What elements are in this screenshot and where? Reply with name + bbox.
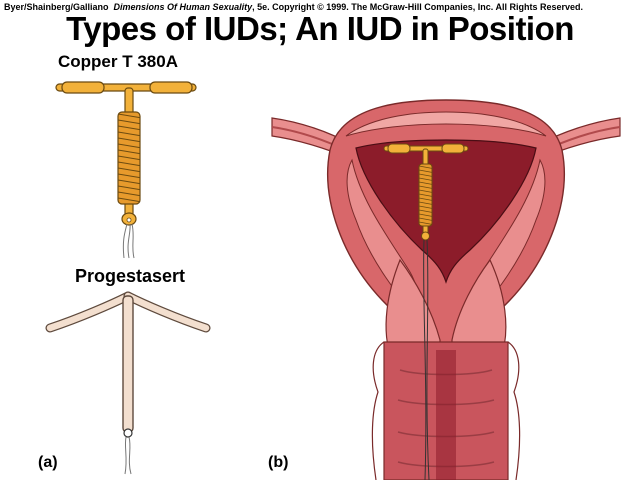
credit-copyright: , 5e. Copyright © 1999. The McGraw-Hill … <box>252 2 583 12</box>
progestasert-iud <box>45 291 211 475</box>
panel-label-b: (b) <box>268 454 289 471</box>
panel-label-a: (a) <box>38 454 58 471</box>
label-copper-t: Copper T 380A <box>58 52 178 71</box>
uterus-cross-section <box>271 99 621 480</box>
copyright-credit: Byer/Shainberg/Galliano Dimensions Of Hu… <box>4 2 583 12</box>
credit-authors: Byer/Shainberg/Galliano <box>4 2 109 12</box>
copper-coil <box>117 111 141 205</box>
credit-book-title: Dimensions Of Human Sexuality <box>113 2 253 12</box>
label-progestasert: Progestasert <box>75 266 186 286</box>
iud-in-position <box>383 143 469 480</box>
page-title: Types of IUDs; An IUD in Position <box>66 10 574 47</box>
copper-t-iud <box>55 81 197 259</box>
